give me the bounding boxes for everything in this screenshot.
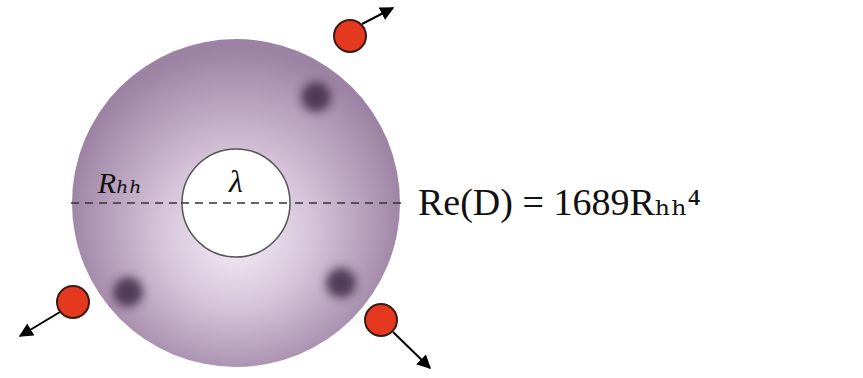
inner-cavity: λ xyxy=(181,148,291,258)
cavity-circle xyxy=(182,149,290,257)
sphere-body xyxy=(72,39,400,367)
wavelength-label: λ xyxy=(229,164,243,199)
radius-line xyxy=(181,202,291,204)
escape-arrow xyxy=(20,312,60,336)
emitted-particle xyxy=(57,286,89,318)
emitted-particle xyxy=(365,304,397,336)
exit-hole xyxy=(326,268,356,298)
emitted-particle xyxy=(334,20,366,52)
escape-arrow xyxy=(393,332,430,368)
exit-hole xyxy=(301,82,331,112)
radius-label: Rₕₕ xyxy=(98,166,142,199)
escape-arrow xyxy=(362,8,393,24)
exit-hole xyxy=(113,277,143,307)
hollow-sphere: Rₕₕ λ xyxy=(71,38,401,368)
equation-label: Re(D) = 1689Rₕₕ⁴ xyxy=(418,182,701,224)
